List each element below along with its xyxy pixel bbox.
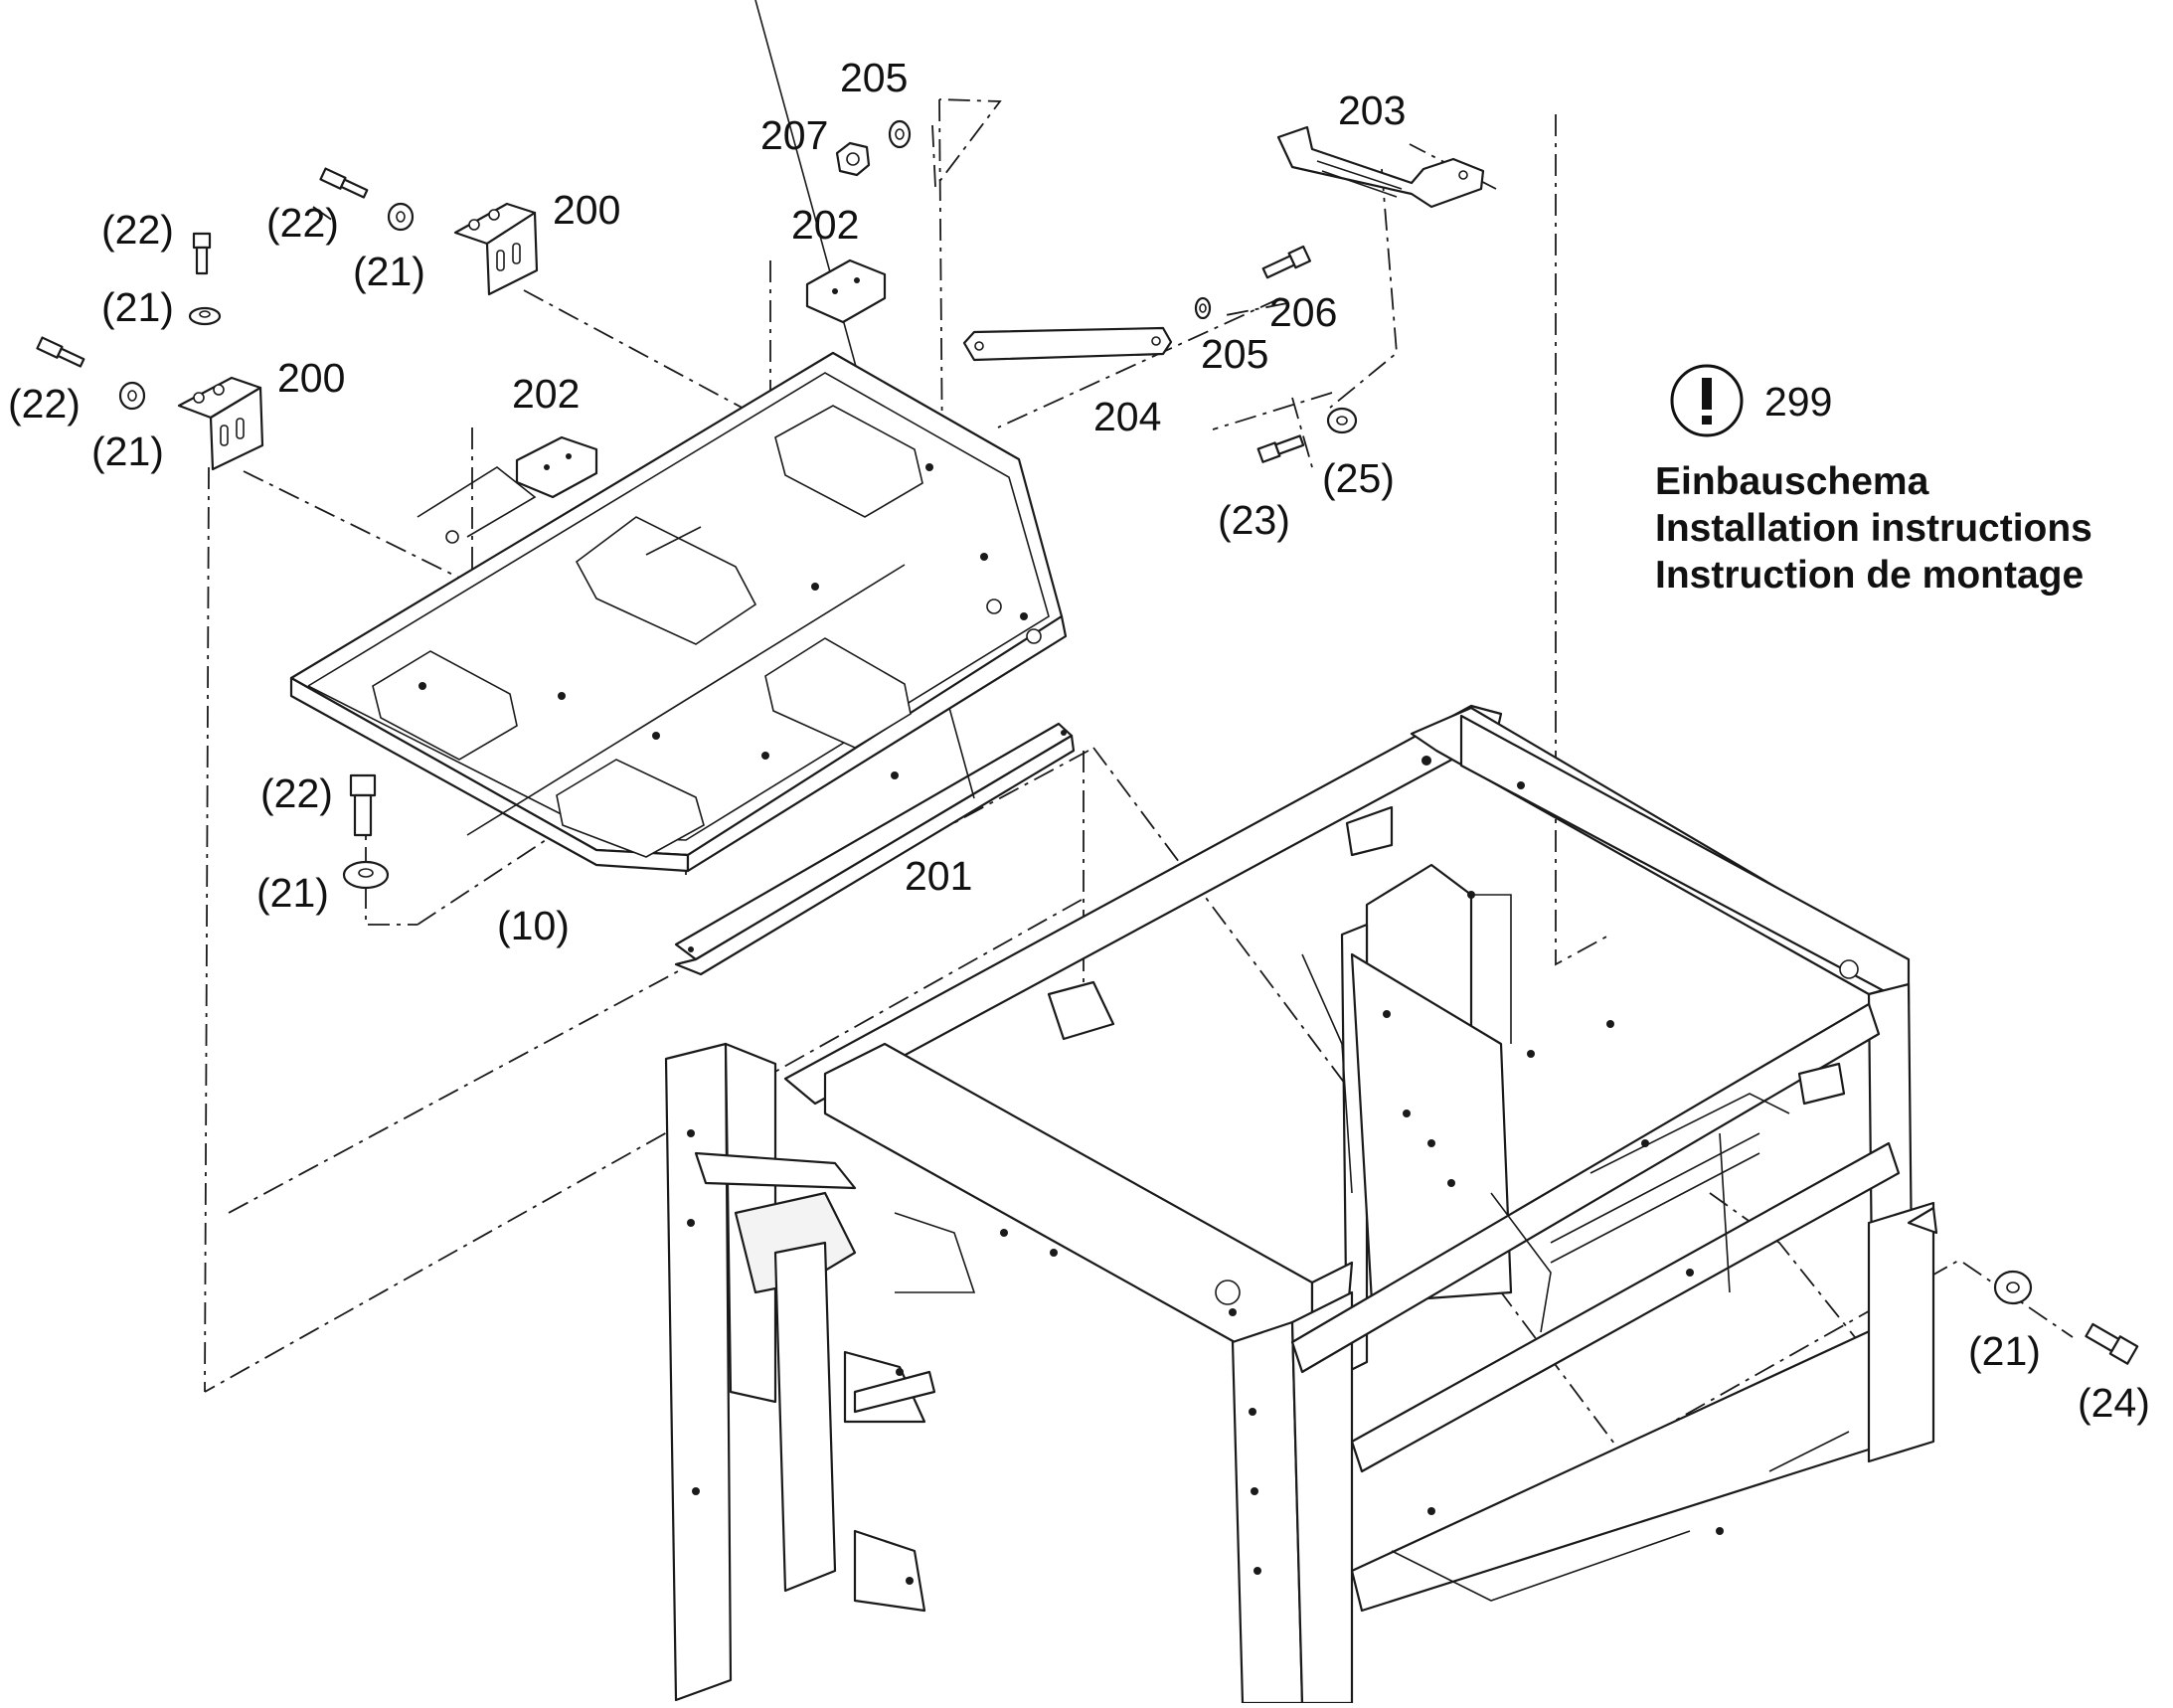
callout-22-c: (22) [8, 381, 81, 427]
callout-205-mid: 205 [1201, 331, 1268, 377]
note-line-fr: Instruction de montage [1655, 554, 2084, 597]
callout-22-a: (22) [101, 207, 174, 253]
callout-205-top: 205 [840, 55, 908, 100]
callout-204: 204 [1093, 394, 1161, 439]
part-200-hinge-top [453, 202, 539, 296]
callout-10: (10) [497, 903, 570, 948]
callout-21-c: (21) [91, 428, 164, 474]
part-201-rail [674, 0, 1076, 976]
callout-21-b: (21) [353, 249, 425, 294]
bolts [36, 167, 2139, 1365]
callout-202-lower: 202 [512, 371, 580, 417]
callout-21-d: (21) [256, 870, 329, 916]
installation-note: 299 Einbauschema Installation instructio… [1655, 364, 2092, 597]
part-207-nut [835, 141, 871, 177]
callout-201: 201 [905, 853, 972, 899]
callout-22-b: (22) [266, 200, 339, 246]
callout-labels: 205 207 203 200 200 202 202 206 205 204 … [8, 55, 2150, 1426]
callout-21-a: (21) [101, 284, 174, 330]
callout-24: (24) [2078, 1380, 2150, 1426]
callout-23: (23) [1218, 497, 1290, 543]
callout-202-top: 202 [791, 202, 859, 248]
part-203-bracket [1276, 125, 1485, 209]
washers [118, 119, 2033, 1305]
callout-21-e: (21) [1968, 1328, 2041, 1374]
callout-200-top: 200 [553, 187, 620, 233]
part-202-pad-lower [515, 435, 598, 499]
part-204-strap [962, 326, 1173, 362]
exclamation-circle-icon [1670, 364, 1744, 437]
callout-207: 207 [760, 112, 828, 158]
note-ref-299: 299 [1764, 379, 1832, 425]
part-202-pad-top [805, 258, 887, 324]
note-line-en: Installation instructions [1655, 507, 2092, 550]
part-10-tray [289, 351, 1068, 873]
callout-22-d: (22) [260, 770, 333, 816]
callout-206: 206 [1269, 289, 1337, 335]
part-200-hinge-lower [177, 376, 264, 471]
callout-25: (25) [1322, 455, 1395, 501]
callout-200-lower: 200 [277, 355, 345, 401]
callout-203: 203 [1338, 87, 1406, 133]
note-line-de: Einbauschema [1655, 460, 1929, 503]
main-frame [664, 704, 1938, 1705]
